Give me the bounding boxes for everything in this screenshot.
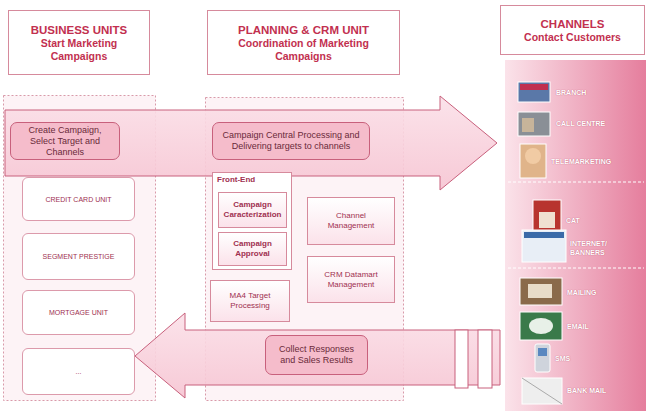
call-centre-icon bbox=[522, 118, 534, 132]
node-text: SEGMENT PRESTIGE bbox=[43, 252, 115, 261]
telemarketing-icon bbox=[520, 144, 546, 178]
channel-label: BANK MAIL bbox=[567, 386, 627, 395]
channel-label: INTERNET/ BANNERS bbox=[570, 239, 615, 257]
channel-label: SMS bbox=[555, 354, 595, 363]
channel-separator bbox=[508, 182, 644, 183]
node-subtext: Contact Customers bbox=[524, 31, 621, 44]
node-text: BUSINESS UNITS bbox=[31, 23, 128, 37]
channel-label: CALL CENTRE bbox=[556, 119, 616, 128]
sms-icon bbox=[538, 348, 547, 356]
node-text: MA4 Target Processing bbox=[215, 291, 285, 311]
process-box: Campaign Caracterization bbox=[218, 192, 287, 228]
mailing-icon bbox=[528, 284, 552, 298]
process-box: Create Campaign, Select Target and Chann… bbox=[10, 122, 120, 160]
channel-label: EMAIL bbox=[567, 322, 627, 331]
call-centre-icon bbox=[518, 112, 550, 136]
buffer-symbol bbox=[455, 330, 468, 388]
channel-panel bbox=[505, 60, 646, 411]
node-text: CREDIT CARD UNIT bbox=[46, 195, 112, 204]
telemarketing-icon bbox=[525, 148, 541, 164]
flow-arrow bbox=[5, 96, 497, 190]
unit-box: MORTGAGE UNIT bbox=[22, 290, 135, 335]
channel-label: BRANCH bbox=[556, 88, 616, 97]
node-text: MORTGAGE UNIT bbox=[49, 308, 108, 317]
branch-icon bbox=[518, 82, 550, 102]
mailing-icon bbox=[520, 278, 562, 305]
flow-arrow bbox=[135, 313, 500, 398]
channel-label: MAILING bbox=[567, 288, 627, 297]
node-text: PLANNING & CRM UNIT bbox=[238, 23, 369, 37]
node-text: Campaign Caracterization bbox=[220, 198, 286, 222]
internet-icon bbox=[524, 232, 564, 238]
unit-box: SEGMENT PRESTIGE bbox=[22, 233, 135, 280]
header-box: PLANNING & CRM UNITCoordination of Marke… bbox=[207, 10, 400, 75]
sms-icon bbox=[535, 344, 550, 372]
node-subtext: Start Marketing Campaigns bbox=[15, 37, 143, 63]
node-text: Front-End bbox=[213, 173, 291, 187]
branch-icon bbox=[520, 84, 548, 90]
process-box: CRM Datamart Management bbox=[307, 256, 395, 303]
node-text: CRM Datamart Management bbox=[312, 270, 390, 290]
unit-box: CREDIT CARD UNIT bbox=[22, 177, 135, 221]
process-box: Campaign Central Processing and Deliveri… bbox=[212, 122, 370, 160]
header-box: CHANNELSContact Customers bbox=[500, 5, 645, 55]
email-icon bbox=[520, 312, 562, 340]
node-text: Create Campaign, Select Target and Chann… bbox=[16, 125, 114, 158]
process-box: Campaign Approval bbox=[218, 232, 287, 266]
channel-label: CAT bbox=[566, 216, 606, 225]
internet-icon bbox=[522, 230, 566, 262]
email-icon bbox=[529, 318, 553, 334]
node-text: Channel Management bbox=[312, 211, 390, 231]
channel-separator bbox=[508, 268, 644, 269]
process-box: MA4 Target Processing bbox=[210, 280, 290, 322]
node-text: Collect Responses and Sales Results bbox=[271, 344, 362, 366]
cat-icon bbox=[539, 212, 555, 228]
node-subtext: Coordination of Marketing Campaigns bbox=[214, 37, 393, 63]
node-text: ... bbox=[76, 367, 82, 376]
process-box: Collect Responses and Sales Results bbox=[265, 335, 368, 375]
group-box: Front-EndCampaign CaracterizationCampaig… bbox=[212, 172, 292, 270]
buffer-symbol bbox=[478, 330, 492, 388]
node-text: CHANNELS bbox=[541, 17, 605, 31]
unit-box: ... bbox=[22, 348, 135, 395]
bank-mail-icon bbox=[522, 378, 562, 404]
bank-mail-icon bbox=[522, 378, 562, 404]
header-box: BUSINESS UNITSStart Marketing Campaigns bbox=[8, 10, 150, 75]
node-text: Campaign Central Processing and Deliveri… bbox=[218, 130, 364, 152]
channel-label: TELEMARKETING bbox=[551, 157, 621, 166]
process-box: Channel Management bbox=[307, 197, 395, 245]
node-text: Campaign Approval bbox=[223, 237, 282, 261]
